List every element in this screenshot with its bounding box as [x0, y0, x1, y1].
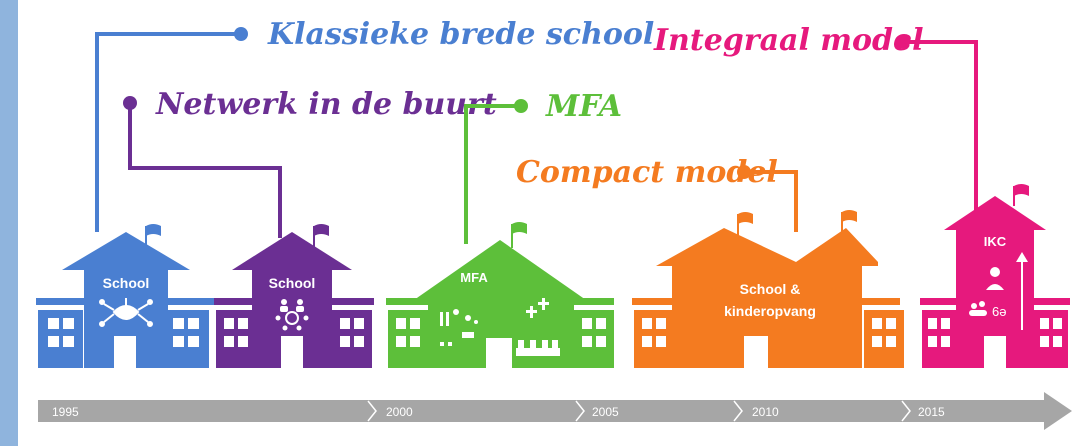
facilities-icons — [440, 298, 560, 356]
integraal-connector-line — [904, 40, 978, 210]
mfa-building: MFA — [386, 222, 614, 368]
klassieke-connector-line — [95, 32, 240, 232]
integraal-connector-dot — [896, 35, 910, 49]
klassieke-connector-dot — [234, 27, 248, 41]
flag-icon — [738, 212, 753, 224]
mfa-label: MFA — [545, 89, 622, 124]
flag-icon — [146, 224, 161, 236]
netwerk-connector-line — [128, 104, 282, 238]
flag-icon — [512, 222, 527, 234]
mfa-connector-line — [464, 104, 520, 244]
school-building-1: School — [36, 224, 256, 368]
school-2-label: School — [269, 275, 316, 291]
compact-connector-dot — [737, 165, 751, 179]
klassieke-brede-school-group: Klassieke brede school School — [36, 17, 654, 368]
ikc-building: IKC 6ə — [920, 184, 1070, 368]
flag-icon — [314, 224, 329, 236]
integraal-model-group: Integraal model IKC 6ə — [653, 23, 1070, 368]
compact-building-label-line1: School & — [740, 281, 801, 297]
flag-icon — [842, 210, 857, 222]
ikc-icons: 6ə — [969, 252, 1028, 330]
mfa-building-label: MFA — [460, 270, 488, 285]
year-1995: 1995 — [52, 405, 79, 419]
netwerk-label: Netwerk in de buurt — [155, 87, 497, 122]
school-1-label: School — [103, 275, 150, 291]
year-2005: 2005 — [592, 405, 619, 419]
netwerk-connector-dot — [123, 96, 137, 110]
compact-model-group: Compact model School & kinderopvang — [516, 155, 904, 368]
year-2015: 2015 — [918, 405, 945, 419]
network-icon — [99, 298, 153, 327]
compact-building: School & kinderopvang — [632, 210, 904, 368]
ikc-label: IKC — [984, 234, 1007, 249]
school-building-2: School — [214, 224, 374, 368]
compact-label: Compact model — [516, 155, 778, 190]
netwerk-group: Netwerk in de buurt School — [123, 87, 497, 368]
integraal-label: Integraal model — [653, 23, 924, 58]
people-group-icon — [275, 299, 309, 331]
left-accent-bar — [0, 0, 18, 446]
mfa-group: MFA MFA — [386, 89, 622, 368]
mfa-connector-dot — [514, 99, 528, 113]
compact-connector-line — [744, 170, 798, 232]
timeline-arrow: 1995 2000 2005 2010 2015 — [38, 392, 1072, 430]
klassieke-label: Klassieke brede school — [267, 17, 654, 52]
year-2000: 2000 — [386, 405, 413, 419]
svg-text:6ə: 6ə — [992, 304, 1006, 319]
compact-building-label-line2: kinderopvang — [724, 303, 816, 319]
year-2010: 2010 — [752, 405, 779, 419]
flag-icon — [1014, 184, 1029, 196]
